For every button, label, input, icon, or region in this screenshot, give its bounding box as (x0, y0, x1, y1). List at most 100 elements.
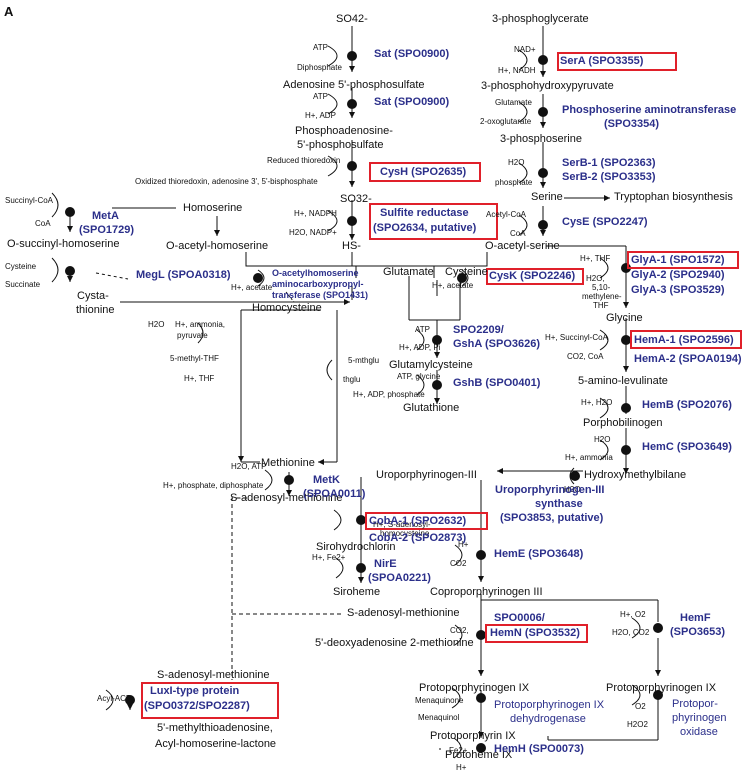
reaction-node (570, 471, 580, 481)
metabolite-protoporphyrinogen-ix: Protoporphyrinogen IX (606, 682, 717, 694)
metabolite-aps: Adenosine 5'-phosphosulfate (283, 79, 425, 91)
metabolite-coproporphyrinogen-iii: Coproporphyrinogen III (430, 586, 543, 598)
cofactor-label: ATP, glycine (397, 372, 441, 381)
cofactor-label: 5,10- (592, 283, 611, 292)
metabolite-5-aminolevulinate: 5-amino-levulinate (578, 375, 668, 387)
reaction-node (621, 335, 631, 345)
enzyme-hema-2: HemA-2 (SPOA0194) (634, 353, 742, 365)
reaction-node (432, 380, 442, 390)
cofactor-label: H+, NADPH (294, 209, 337, 218)
enzyme-coba-1: CobA-1 (SPO2632) (369, 515, 467, 527)
enzyme-hemf-line1: HemF (680, 612, 711, 624)
cofactor-label: H2O (508, 158, 525, 167)
cofactor-label: 5-mthglu (348, 356, 380, 365)
metabolite-sulfide: HS- (342, 240, 361, 252)
highlight-box (365, 512, 488, 530)
enzyme-oahs-line3: transferase (SPO1431) (272, 290, 369, 300)
reaction-node (621, 263, 631, 273)
cofactor-label: H2O, NADP+ (289, 228, 337, 237)
metabolite-methionine: Methionine (261, 457, 315, 469)
highlight-box (141, 682, 279, 719)
cofactor-label: thglu (343, 375, 361, 384)
cofactor-label: H+, Fe2+ (312, 553, 346, 562)
cofactor-label: H+, ADP, Pi (399, 343, 441, 352)
enzyme-sulfite-reductase-line1: Sulfite reductase (380, 207, 469, 219)
reaction-node (125, 695, 135, 705)
cofactor-label: H2O (594, 435, 611, 444)
reaction-node (347, 51, 357, 61)
enzyme-ppox-line1: Protopor- (672, 698, 718, 710)
cofactor-label: Cysteine (5, 262, 37, 271)
metabolite-glutathione: Glutathione (403, 402, 460, 414)
metabolite-glutamate: Glutamate (383, 266, 434, 278)
cofactor-label: H+, acetate (432, 281, 474, 290)
metabolite-glutamylcysteine: Glutamylcysteine (389, 359, 473, 371)
reaction-node (538, 168, 548, 178)
highlight-box (369, 203, 498, 240)
enzyme-meta-line2: (SPO1729) (79, 224, 135, 236)
cofactor-label: H+, acetate (231, 283, 273, 292)
metabolite-o-acetyl-serine: O-acetyl-serine (485, 240, 560, 252)
cofactor-label: H2O, CO2 (612, 628, 650, 637)
metabolite-hydroxymethylbilane: Hydroxymethylbilane (584, 469, 687, 481)
enzyme-ppox-line3: oxidase (680, 726, 718, 738)
metabolite-mta: 5'-methylthioadenosine, (157, 722, 273, 734)
enzyme-hemn-line1: SPO0006/ (494, 612, 545, 624)
enzyme-luxi-line2: (SPO0372/SPO2287) (144, 700, 250, 712)
metabolite-porphobilinogen: Porphobilinogen (583, 417, 663, 429)
enzyme-ppix-dehydrogenase-line2: dehydrogenase (510, 713, 586, 725)
highlight-box (369, 162, 481, 182)
enzyme-uros-line2: synthase (535, 498, 583, 510)
cofactor-label: H+, phosphate, diphosphate (163, 481, 264, 490)
cofactor-label: H2O, (586, 274, 605, 283)
metabolite-protoheme-ix: Protoheme IX (445, 749, 513, 761)
cofactor-label: CO2, CoA (567, 352, 604, 361)
reaction-node (621, 445, 631, 455)
metabolite-3-phosphoserine: 3-phosphoserine (500, 133, 582, 145)
cofactor-label: Fe2+ (449, 746, 468, 755)
reaction-node (253, 273, 263, 283)
cofactor-label: Oxidized thioredoxin, adenosine 3', 5'-b… (135, 177, 318, 186)
reaction-node (347, 161, 357, 171)
metabolite-paps-line2: 5'-phosphosulfate (297, 139, 384, 151)
cofactor-label: 2-oxoglutarate (480, 117, 532, 126)
metabolite-3-phosphoglycerate: 3-phosphoglycerate (492, 13, 589, 25)
enzyme-metk-line1: MetK (313, 474, 340, 486)
metabolite-paps-line1: Phosphoadenosine- (295, 125, 393, 137)
cofactor-label: Menaquinone (415, 696, 464, 705)
metabolite-deoxyadenosine-methionine: 5'-deoxyadenosine 2-methionine (315, 637, 474, 649)
reaction-node (538, 107, 548, 117)
reaction-node (621, 403, 631, 413)
cofactor-label: H+, H2O (581, 398, 613, 407)
reaction-node (432, 335, 442, 345)
cofactor-label: Glutamate (495, 98, 532, 107)
cofactor-label: 5-methyl-THF (170, 354, 219, 363)
metabolite-sam: S-adenosyl-methionine (157, 669, 270, 681)
cofactor-label: phosphate (495, 178, 533, 187)
cofactor-label: Reduced thioredoxin (267, 156, 341, 165)
enzyme-hemh: HemH (SPO0073) (494, 743, 584, 755)
enzyme-hemf-line2: (SPO3653) (670, 626, 726, 638)
enzyme-coba-2: CobA-2 (SPO2873) (369, 532, 467, 544)
reaction-node (653, 623, 663, 633)
metabolite-glycine: Glycine (606, 312, 643, 324)
cofactor-label: Acetyl-CoA (486, 210, 527, 219)
cofactor-label: CoA (35, 219, 51, 228)
cofactor-label: methylene- (582, 292, 622, 301)
enzyme-luxi-line1: LuxI-type protein (150, 685, 240, 697)
cofactor-label: O2 (635, 702, 646, 711)
metabolite-sirohydrochlorin: Sirohydrochlorin (316, 541, 396, 553)
enzyme-psat-line1: Phosphoserine aminotransferase (562, 104, 737, 116)
cofactor-label: ATP (313, 92, 328, 101)
enzyme-serb-1: SerB-1 (SPO2363) (562, 157, 656, 169)
enzyme-sat: Sat (SPO0900) (374, 48, 450, 60)
enzyme-metk-line2: (SPOA0011) (303, 488, 366, 500)
enzyme-oahs-line2: aminocarboxypropyl- (272, 279, 364, 289)
metabolite-ahl: Acyl-homoserine-lactone (155, 738, 277, 750)
enzyme-sera: SerA (SPO3355) (560, 55, 644, 67)
metabolite-cystathionine-line1: Cysta- (77, 290, 109, 302)
cofactor-label: Acyl-ACP (97, 694, 132, 703)
enzyme-psat-line2: (SPO3354) (604, 118, 660, 130)
enzyme-cyse: CysE (SPO2247) (562, 216, 648, 228)
enzyme-ppox-line2: phyrinogen (672, 712, 727, 724)
